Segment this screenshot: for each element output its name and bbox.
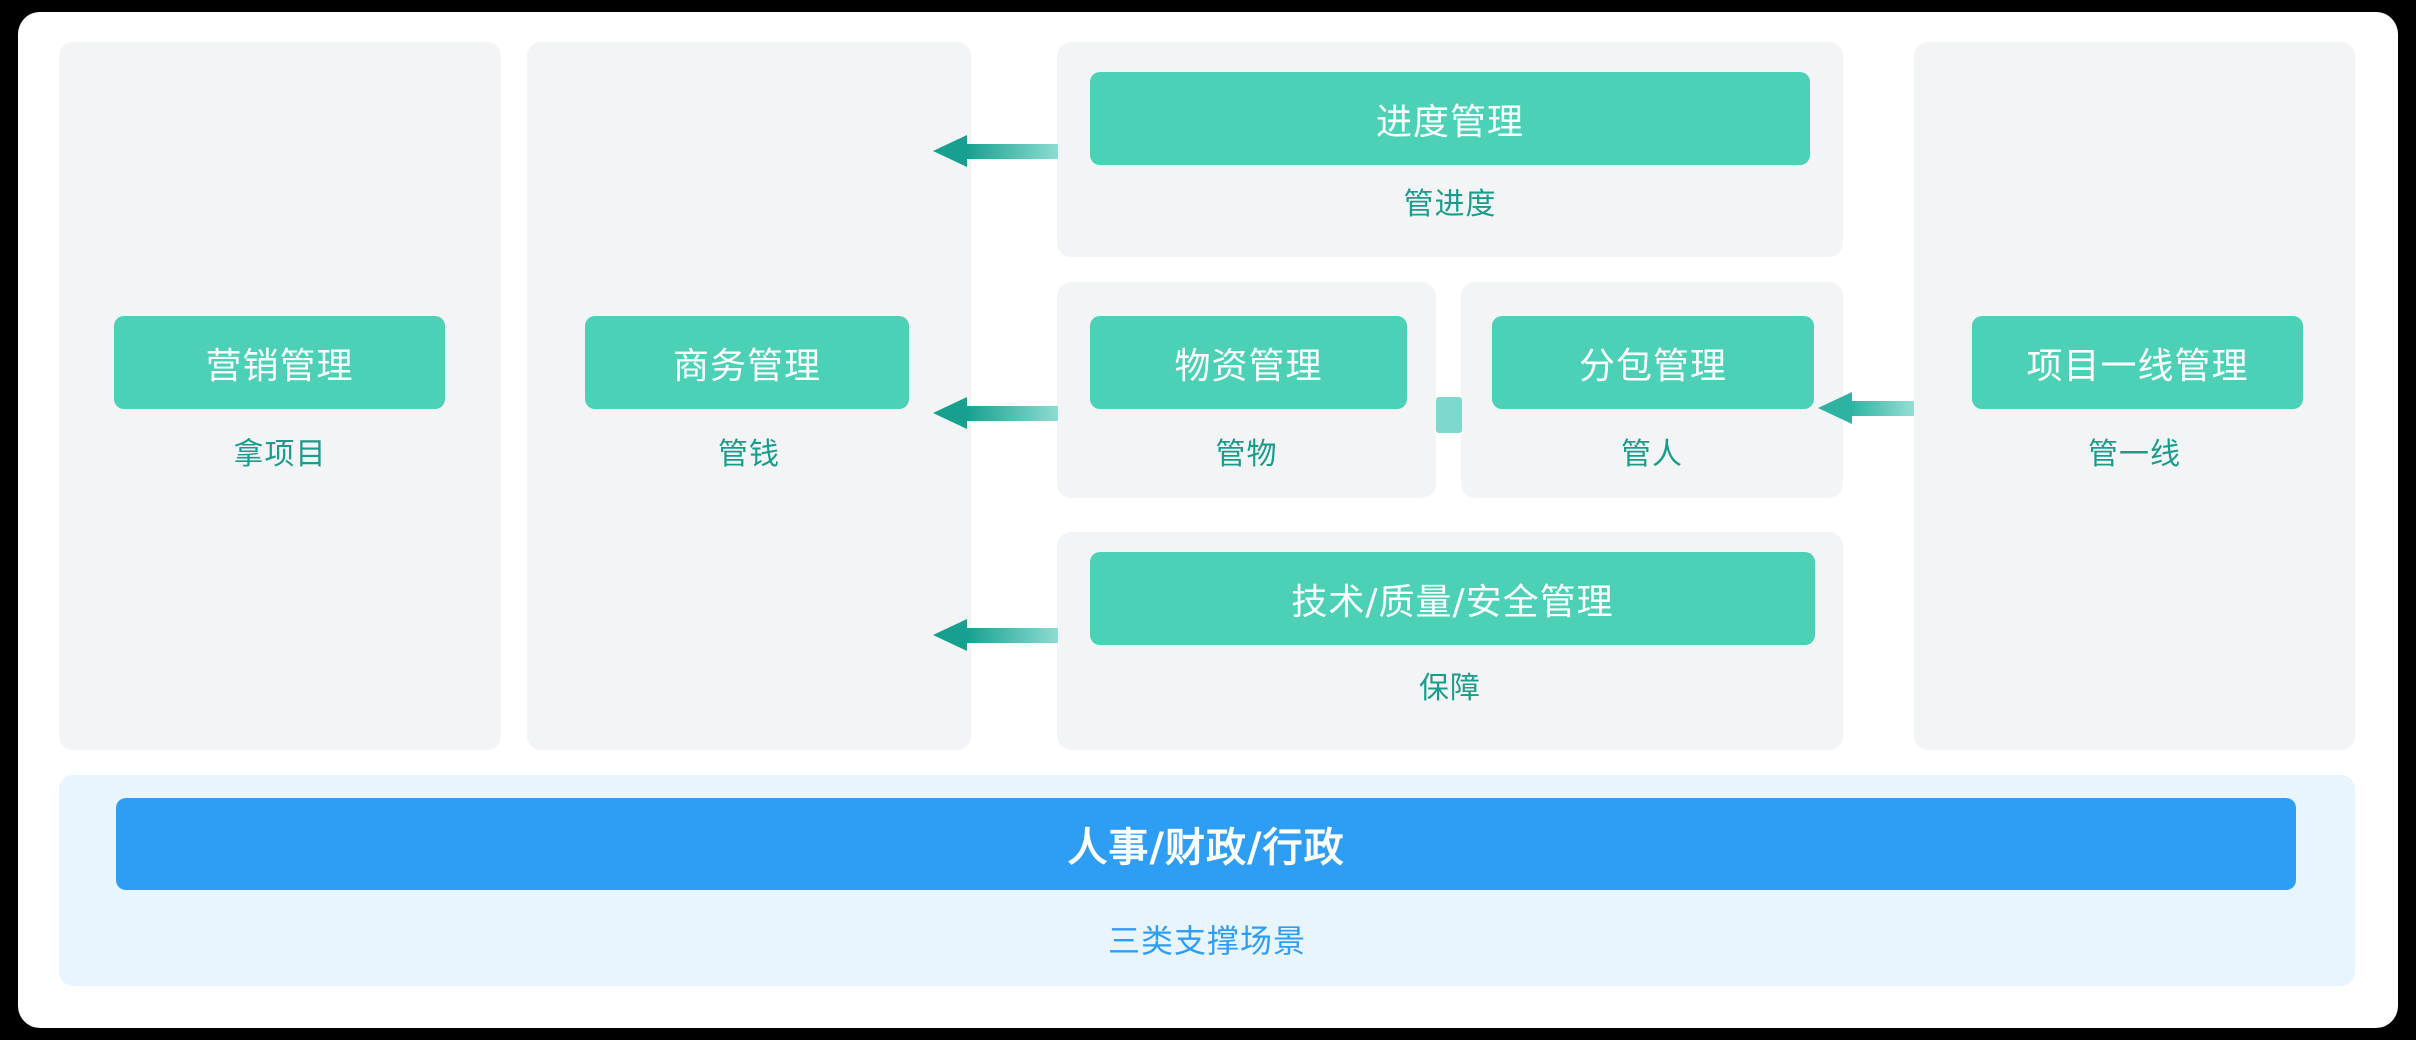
panel-materials: 物资管理 管物 (1057, 282, 1436, 498)
frontline-subtitle: 管一线 (2088, 437, 2181, 472)
marketing-subtitle: 拿项目 (233, 437, 327, 472)
support-subtitle: 三类支撑场景 (1107, 922, 1306, 960)
panel-frontline: 项目一线管理 管一线 (1914, 42, 2355, 750)
tech-quality-safety-subtitle: 保障 (1419, 671, 1481, 706)
connector-stub (1436, 397, 1462, 433)
arrow-shaft (966, 405, 1058, 421)
arrow-left-icon (1818, 392, 1914, 424)
materials-button[interactable]: 物资管理 (1090, 316, 1407, 409)
arrow-left-icon (933, 619, 1058, 651)
panel-marketing: 营销管理 拿项目 (59, 42, 501, 750)
panel-subcontract: 分包管理 管人 (1461, 282, 1843, 498)
support-button[interactable]: 人事/财政/行政 (116, 798, 2296, 890)
subcontract-subtitle: 管人 (1621, 437, 1683, 472)
marketing-button[interactable]: 营销管理 (114, 316, 445, 409)
subcontract-button[interactable]: 分包管理 (1492, 316, 1814, 409)
arrow-shaft (966, 627, 1058, 643)
materials-subtitle: 管物 (1215, 437, 1278, 472)
business-subtitle: 管钱 (718, 437, 780, 472)
frontline-button[interactable]: 项目一线管理 (1972, 316, 2303, 409)
arrow-head-icon (933, 397, 967, 429)
panel-schedule: 进度管理 管进度 (1057, 42, 1843, 257)
panel-support: 人事/财政/行政 三类支撑场景 (59, 775, 2355, 986)
business-button[interactable]: 商务管理 (585, 316, 909, 409)
arrow-shaft (1851, 400, 1914, 416)
panel-business: 商务管理 管钱 (527, 42, 971, 750)
schedule-subtitle: 管进度 (1403, 187, 1497, 222)
arrow-head-icon (933, 619, 967, 651)
arrow-shaft (966, 143, 1058, 159)
schedule-button[interactable]: 进度管理 (1090, 72, 1810, 165)
tech-quality-safety-button[interactable]: 技术/质量/安全管理 (1090, 552, 1815, 645)
arrow-head-icon (933, 135, 967, 167)
arrow-head-icon (1818, 392, 1852, 424)
arrow-left-icon (933, 397, 1058, 429)
arrow-left-icon (933, 135, 1058, 167)
panel-tech-quality-safety: 技术/质量/安全管理 保障 (1057, 532, 1843, 750)
